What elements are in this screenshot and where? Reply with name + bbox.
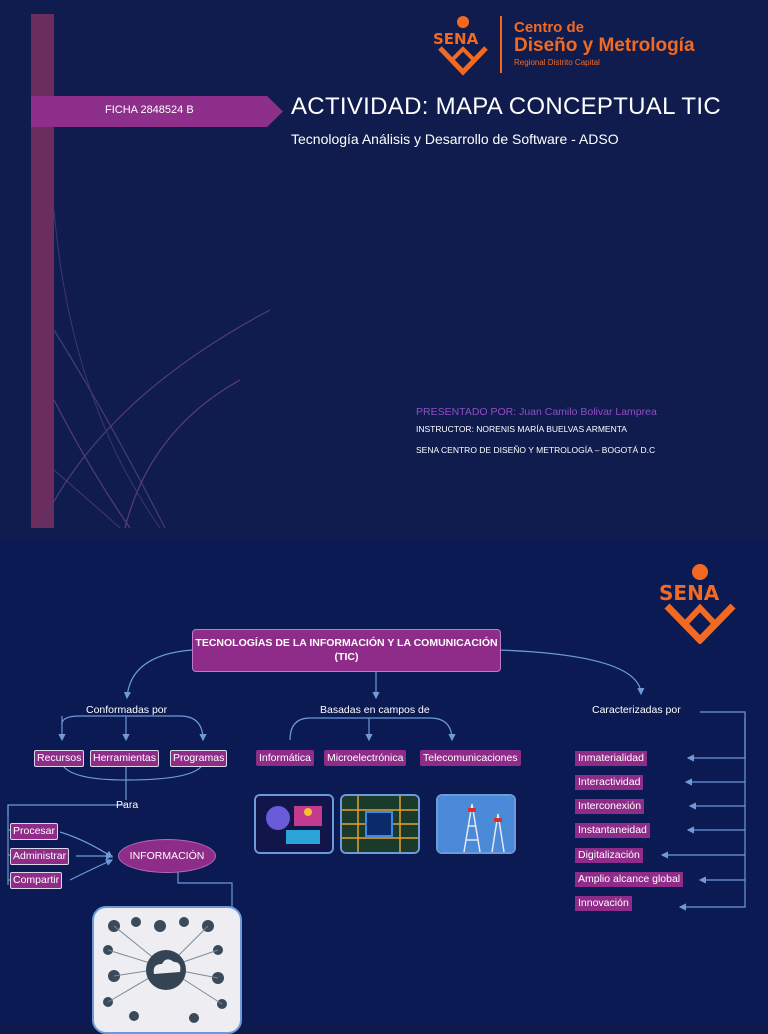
- herramientas-node: Herramientas: [90, 750, 160, 767]
- procesar-node: Procesar: [10, 823, 59, 840]
- logo-divider: [500, 16, 502, 73]
- tic-root-node: TECNOLOGÍAS DE LA INFORMACIÓN Y LA COMUN…: [192, 629, 501, 672]
- interconexion-node: Interconexión: [575, 799, 645, 814]
- cover-page: FICHA 2848524 B ACTIVIDAD: MAPA CONCEPTU…: [31, 14, 721, 529]
- informatica-image: [254, 794, 334, 854]
- informatica-node: Informática: [256, 750, 314, 766]
- microelectronica-image: [340, 794, 420, 854]
- caracterizadas-label: Caracterizadas por: [592, 704, 681, 716]
- page-title: ACTIVIDAD: MAPA CONCEPTUAL TIC: [291, 93, 721, 120]
- inmaterialidad-node: Inmaterialidad: [575, 751, 647, 766]
- programas-node: Programas: [170, 750, 228, 767]
- instructor: INSTRUCTOR: NORENIS MARÍA BUELVAS ARMENT…: [416, 424, 627, 434]
- interactividad-node: Interactividad: [575, 775, 644, 790]
- telecomunicaciones-image: [436, 794, 516, 854]
- compartir-node: Compartir: [10, 872, 63, 889]
- innovacion-node: Innovación: [575, 896, 632, 911]
- information-network-image: [92, 906, 242, 1034]
- decorative-vertical-bar: [31, 14, 54, 528]
- administrar-node: Administrar: [10, 848, 70, 865]
- basadas-label: Basadas en campos de: [320, 704, 430, 716]
- para-label: Para: [116, 799, 139, 811]
- presented-by: PRESENTADO POR: Juan Camilo Bolivar Lamp…: [416, 406, 657, 418]
- conformadas-label: Conformadas por: [86, 704, 168, 716]
- logo-center-line1: Centro de: [514, 19, 585, 36]
- microelectronica-node: Microelectrónica: [324, 750, 407, 766]
- informacion-label: INFORMACIÓN: [129, 850, 205, 862]
- network-icons-image: [103, 917, 227, 1023]
- ficha-ribbon: FICHA 2848524 B: [31, 96, 283, 127]
- center-location: SENA CENTRO DE DISEÑO Y METROLOGÍA – BOG…: [416, 445, 656, 455]
- digitalizacion-node: Digitalización: [575, 848, 643, 863]
- amplio-alcance-node: Amplio alcance global: [575, 872, 684, 887]
- sena-logo-icon: SENA: [433, 16, 488, 76]
- sena-map-logo-text: SENA: [659, 581, 720, 605]
- telecomunicaciones-node: Telecomunicaciones: [420, 750, 521, 766]
- decorative-curves: [39, 209, 271, 529]
- tic-root-label: TECNOLOGÍAS DE LA INFORMACIÓN Y LA COMUN…: [195, 637, 498, 663]
- ficha-label: FICHA 2848524 B: [105, 104, 194, 116]
- map-connectors: [7, 649, 746, 911]
- sena-logo-text: SENA: [433, 30, 479, 48]
- logo-center-line2: Diseño y Metrología: [514, 35, 695, 56]
- informacion-node: INFORMACIÓN: [118, 839, 216, 873]
- sena-map-logo-icon: SENA: [659, 564, 736, 644]
- page-subtitle: Tecnología Análisis y Desarrollo de Soft…: [291, 131, 619, 147]
- instantaneidad-node: Instantaneidad: [575, 823, 650, 838]
- recursos-node: Recursos: [34, 750, 85, 767]
- logo-center-line3: Regional Distrito Capital: [514, 58, 600, 67]
- concept-map-page: SENA TECNOLOGÍAS DE LA INFORMACIÓN Y LA …: [0, 540, 768, 1034]
